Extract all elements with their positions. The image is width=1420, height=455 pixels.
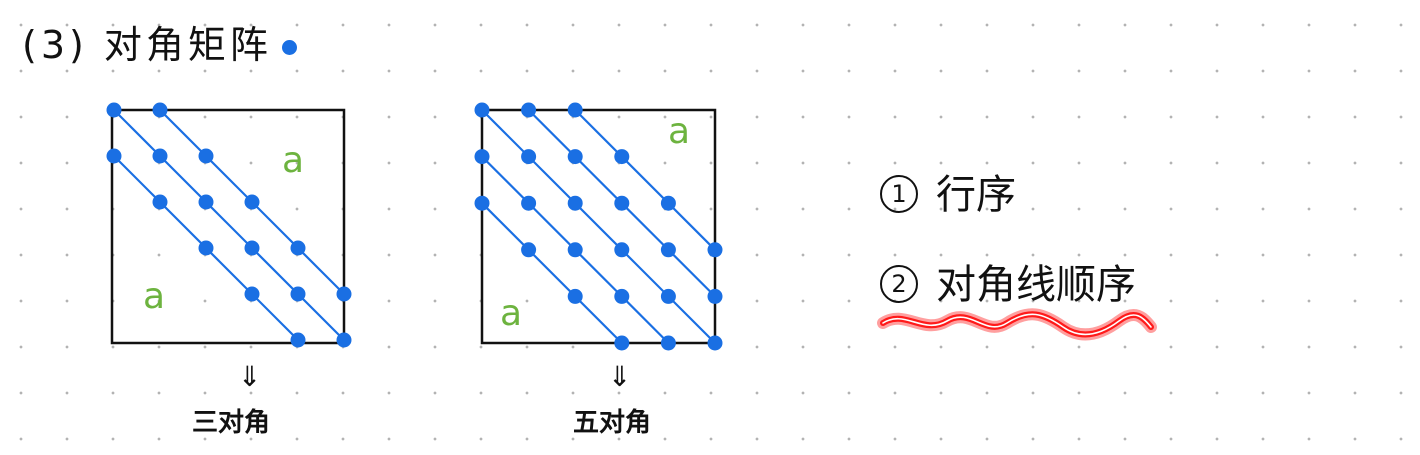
diagonal-element-dot xyxy=(474,149,490,165)
diagonal-element-dot xyxy=(521,195,537,211)
down-arrow-icon: ⇓ xyxy=(608,360,632,393)
diagonal-element-dot xyxy=(290,240,306,256)
diagonal-element-dot xyxy=(567,102,583,118)
diagonal-element-dot xyxy=(336,332,352,348)
diagonal-element-dot xyxy=(336,286,352,302)
diagonal-element-dot xyxy=(567,149,583,165)
diagonal-element-dot xyxy=(707,288,723,304)
diagonal-element-dot xyxy=(152,102,168,118)
upper-zero-label: a xyxy=(282,140,304,181)
upper-zero-label: a xyxy=(668,111,690,152)
diagonal-line xyxy=(574,109,716,251)
diagonal-element-dot xyxy=(198,240,214,256)
lower-zero-label: a xyxy=(500,293,522,334)
diagonal-element-dot xyxy=(244,240,260,256)
diagonal-element-dot xyxy=(474,195,490,211)
pentadiagonal-caption: 五对角 xyxy=(573,408,652,438)
diagonal-element-dot xyxy=(198,194,214,210)
down-arrow-icon: ⇓ xyxy=(238,360,262,393)
diagonal-element-dot xyxy=(614,242,630,258)
diagonal-element-dot xyxy=(660,195,676,211)
diagonal-element-dot xyxy=(567,288,583,304)
matrix-frame xyxy=(110,108,346,345)
tridiagonal-matrix: a a xyxy=(106,102,352,348)
matrix-frame xyxy=(480,108,717,345)
diagonal-line xyxy=(481,109,716,344)
list-item-text: 对角线顺序 xyxy=(936,262,1136,308)
diagonal-element-dot xyxy=(707,335,723,351)
diagonal-element-dot xyxy=(290,332,306,348)
diagonal-line xyxy=(113,109,345,341)
diagonal-element-dot xyxy=(614,288,630,304)
circled-number: 1 xyxy=(880,175,918,213)
diagonal-element-dot xyxy=(614,149,630,165)
diagonal-element-dot xyxy=(660,288,676,304)
diagonal-element-dot xyxy=(614,195,630,211)
diagonal-element-dot xyxy=(152,148,168,164)
diagonal-element-dot xyxy=(106,148,122,164)
list-item: 1 行序 xyxy=(880,162,1016,220)
lower-zero-label: a xyxy=(143,276,165,317)
tridiagonal-caption: 三对角 xyxy=(192,408,271,438)
red-highlight-squiggle xyxy=(877,308,1157,341)
diagonal-element-dot xyxy=(474,102,490,118)
diagonal-element-dot xyxy=(106,102,122,118)
diagonal-element-dot xyxy=(660,242,676,258)
list-item-text: 行序 xyxy=(936,172,1016,218)
diagonal-element-dot xyxy=(567,195,583,211)
diagonal-element-dot xyxy=(521,242,537,258)
circled-number: 2 xyxy=(880,265,918,303)
diagonal-element-dot xyxy=(614,335,630,351)
diagonal-element-dot xyxy=(660,335,676,351)
diagonal-element-dot xyxy=(521,149,537,165)
diagonal-line xyxy=(481,202,623,344)
diagonal-element-dot xyxy=(244,286,260,302)
diagonal-element-dot xyxy=(567,242,583,258)
pentadiagonal-matrix: a a xyxy=(474,102,723,351)
diagonal-element-dot xyxy=(152,194,168,210)
bullet-dot xyxy=(281,40,297,55)
diagonal-element-dot xyxy=(707,242,723,258)
diagonal-element-dot xyxy=(198,148,214,164)
page-title: (3) 对角矩阵 xyxy=(22,14,297,69)
list-item: 2 对角线顺序 xyxy=(880,252,1136,310)
diagonal-element-dot xyxy=(290,286,306,302)
diagonal-element-dot xyxy=(521,102,537,118)
diagonal-element-dot xyxy=(244,194,260,210)
